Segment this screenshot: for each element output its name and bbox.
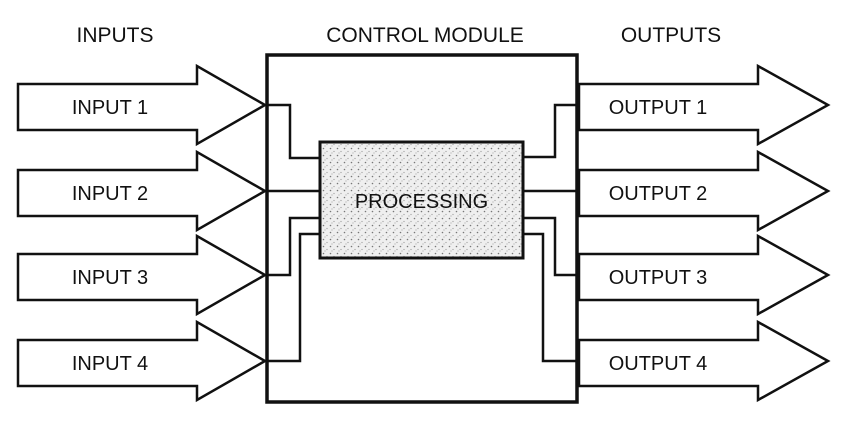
output-label-4: OUTPUT 4 — [609, 353, 708, 375]
input-wire-3 — [268, 216, 320, 277]
output-wire-4 — [523, 232, 576, 363]
input-label-2: INPUT 2 — [72, 183, 148, 205]
inputs-header: INPUTS — [76, 24, 153, 47]
input-label-3: INPUT 3 — [72, 267, 148, 289]
input-wire-4 — [268, 232, 320, 363]
output-label-3: OUTPUT 3 — [609, 267, 708, 289]
output-wire-3 — [523, 216, 576, 277]
output-arrow-2 — [577, 149, 831, 233]
input-arrow-1 — [16, 63, 268, 147]
output-label-2: OUTPUT 2 — [609, 183, 708, 205]
input-label-1: INPUT 1 — [72, 97, 148, 119]
outputs-header: OUTPUTS — [621, 24, 721, 47]
processing-label: PROCESSING — [355, 191, 488, 213]
input-arrow-4 — [16, 319, 268, 403]
output-wire-1 — [523, 103, 576, 159]
output-arrow-3 — [577, 233, 831, 317]
input-wire-1 — [268, 103, 320, 160]
output-arrow-4 — [577, 319, 831, 403]
output-label-1: OUTPUT 1 — [609, 97, 708, 119]
input-arrow-3 — [16, 233, 268, 317]
output-arrow-1 — [577, 63, 831, 147]
input-label-4: INPUT 4 — [72, 353, 148, 375]
processing-block — [318, 140, 525, 260]
control-module-header: CONTROL MODULE — [326, 24, 524, 47]
input-arrow-2 — [16, 149, 268, 233]
